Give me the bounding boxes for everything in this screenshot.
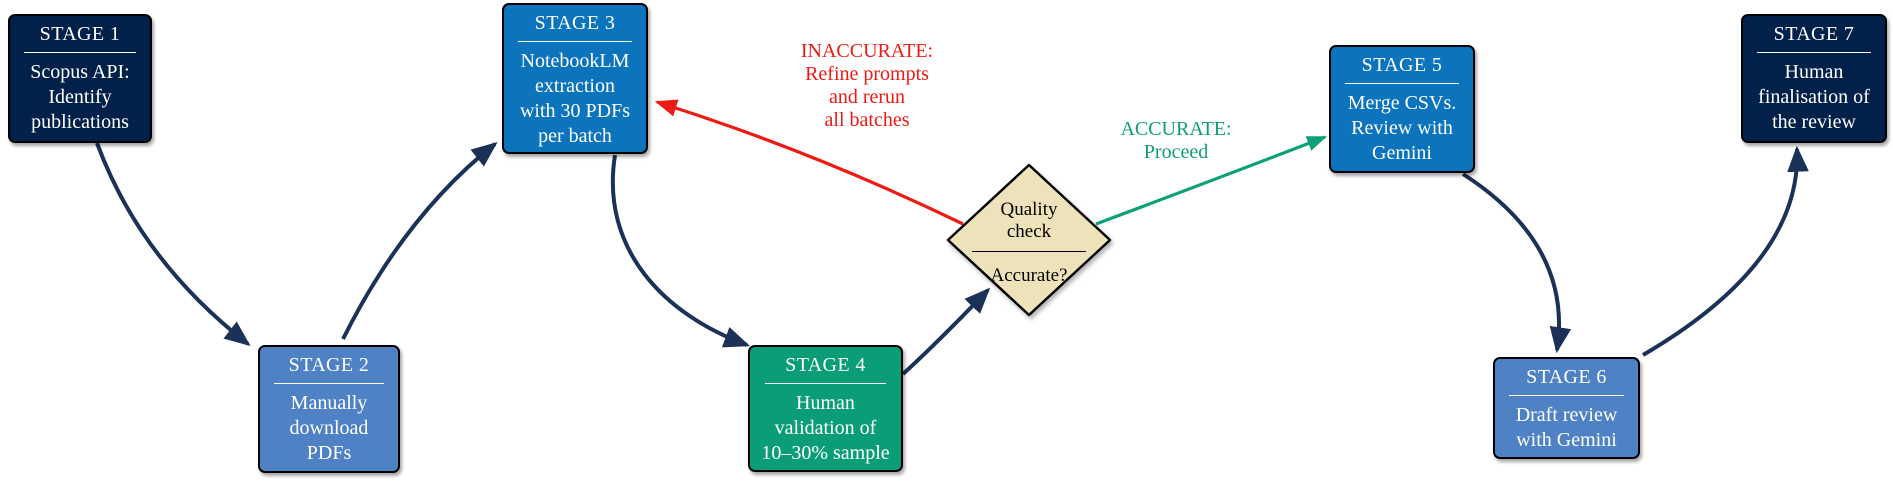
stage-5-separator xyxy=(1345,83,1459,84)
stage-3-separator xyxy=(518,41,632,42)
stage-5-box: STAGE 5 Merge CSVs. Review with Gemini xyxy=(1329,45,1475,173)
inaccurate-branch-label: INACCURATE: Refine prompts and rerun all… xyxy=(800,40,934,131)
diamond-shape xyxy=(946,163,1112,317)
decision-diamond: Quality check Accurate? xyxy=(945,162,1113,318)
decision-criterion-label: Accurate? xyxy=(990,265,1068,286)
stage-4-body: Human validation of 10–30% sample xyxy=(761,392,890,464)
stage-7-body: Human finalisation of the review xyxy=(1758,61,1870,133)
stage-6-separator xyxy=(1509,395,1624,396)
stage-4-title: STAGE 4 xyxy=(785,354,866,376)
stage-7-separator xyxy=(1757,52,1871,53)
stage-1-body: Scopus API: Identify publications xyxy=(30,61,130,133)
stage-5-body: Merge CSVs. Review with Gemini xyxy=(1347,92,1457,164)
stage-2-body: Manually download PDFs xyxy=(289,392,369,464)
stage-1-title: STAGE 1 xyxy=(39,23,121,45)
stage-3-box: STAGE 3 NotebookLM extraction with 30 PD… xyxy=(502,3,648,154)
stage-3-title: STAGE 3 xyxy=(534,12,616,34)
decision-question-label: Quality check xyxy=(1000,199,1058,242)
stage-3-body: NotebookLM extraction with 30 PDFs per b… xyxy=(519,50,631,147)
stage-2-box: STAGE 2 Manually download PDFs xyxy=(258,345,400,473)
stage-6-title: STAGE 6 xyxy=(1526,366,1607,388)
decision-separator xyxy=(972,251,1086,252)
accurate-branch-label: ACCURATE: Proceed xyxy=(1120,118,1232,163)
stage-6-body: Draft review with Gemini xyxy=(1515,404,1618,451)
arrow-stage2-to-stage3 xyxy=(341,141,498,340)
arrow-stage5-to-stage6 xyxy=(1461,172,1572,354)
arrow-stage3-to-stage4 xyxy=(610,154,751,348)
stage-5-title: STAGE 5 xyxy=(1361,54,1443,76)
stage-7-title: STAGE 7 xyxy=(1773,23,1855,45)
arrow-stage1-to-stage2 xyxy=(95,142,251,346)
stage-6-box: STAGE 6 Draft review with Gemini xyxy=(1493,357,1640,459)
stage-2-title: STAGE 2 xyxy=(288,354,370,376)
stage-1-box: STAGE 1 Scopus API: Identify publication… xyxy=(8,14,152,143)
stage-4-separator xyxy=(765,383,886,384)
stage-7-box: STAGE 7 Human finalisation of the review xyxy=(1741,14,1887,143)
stage-4-box: STAGE 4 Human validation of 10–30% sampl… xyxy=(748,345,903,472)
arrow-stage6-to-stage7 xyxy=(1641,145,1809,357)
stage-2-separator xyxy=(273,383,385,384)
stage-1-separator xyxy=(24,52,136,53)
